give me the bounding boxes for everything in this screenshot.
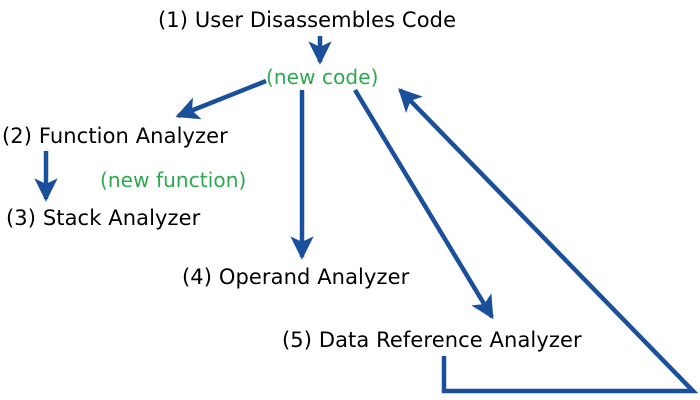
edge-new-code-to-5 [353,88,494,320]
node-user-disassembles-code: (1) User Disassembles Code [158,8,457,32]
note-new-function: (new function) [100,168,247,192]
note-new-code: (new code) [266,65,379,89]
node-operand-analyzer: (4) Operand Analyzer [182,265,410,289]
edge-5-to-new-code [398,88,699,394]
node-data-reference-analyzer: (5) Data Reference Analyzer [282,328,582,352]
node-function-analyzer: (2) Function Analyzer [2,124,228,148]
edge-new-code-to-2 [175,78,267,120]
node-stack-analyzer: (3) Stack Analyzer [6,206,201,230]
